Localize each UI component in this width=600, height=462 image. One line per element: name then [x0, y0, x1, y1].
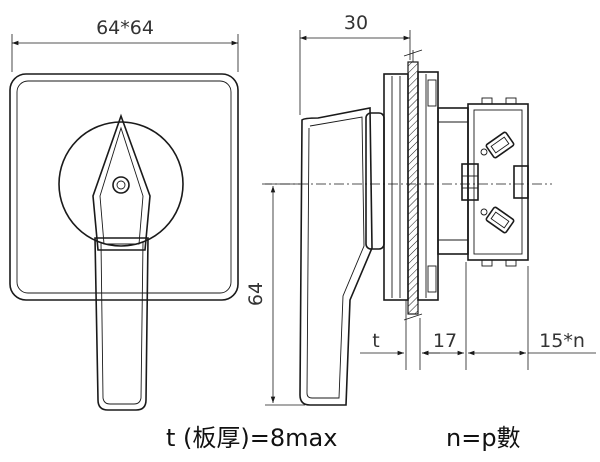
- thickness-note: t (板厚)=8max: [166, 424, 337, 452]
- panel-break-bottom-mark: [403, 313, 423, 321]
- handle-pointer: [92, 113, 151, 251]
- knob-base: [365, 112, 385, 250]
- contact-module: [467, 103, 529, 261]
- dial-circle: [58, 121, 184, 247]
- thickness-label: t: [372, 330, 379, 352]
- depth-label: 30: [344, 12, 368, 34]
- pitch-label: 15*n: [539, 330, 585, 352]
- shaft-housing: [437, 107, 469, 255]
- module-tab-bottom-2: [505, 259, 517, 267]
- pivot-inner: [116, 180, 126, 190]
- flange-clip-top: [427, 79, 437, 107]
- front-width-label: 64*64: [96, 17, 154, 39]
- handle-side-inner: [306, 116, 365, 399]
- side-view: 30 64: [245, 12, 596, 406]
- contact-block-lower: [485, 206, 515, 234]
- front-plate-outer: [9, 73, 239, 301]
- handle-side-profile: [299, 107, 373, 406]
- handle-pointer-inner: [99, 126, 144, 245]
- module-rivet-2: [480, 208, 488, 216]
- height-label: 64: [245, 282, 267, 306]
- front-plate-inner: [16, 80, 232, 294]
- panel-break-top-mark: [403, 49, 423, 57]
- terminal-screw-left: [461, 163, 479, 201]
- front-bezel: [383, 73, 409, 301]
- module-tab-top-2: [505, 97, 517, 105]
- mounting-panel: [407, 61, 419, 315]
- poles-note: n=p數: [446, 424, 521, 452]
- handle-grip-inner: [100, 241, 144, 405]
- front-view: 64*64: [9, 17, 239, 411]
- handle-grip: [94, 237, 149, 411]
- module-tab-bottom-1: [481, 259, 493, 267]
- flange-clip-bottom: [427, 265, 437, 293]
- module-tab-top-1: [481, 97, 493, 105]
- contact-module-inner: [473, 109, 523, 255]
- module-rivet-1: [480, 148, 488, 156]
- terminal-screw-right: [513, 165, 529, 199]
- module17-label: 17: [433, 330, 457, 352]
- contact-block-upper: [485, 131, 515, 159]
- pivot-outer: [112, 176, 130, 194]
